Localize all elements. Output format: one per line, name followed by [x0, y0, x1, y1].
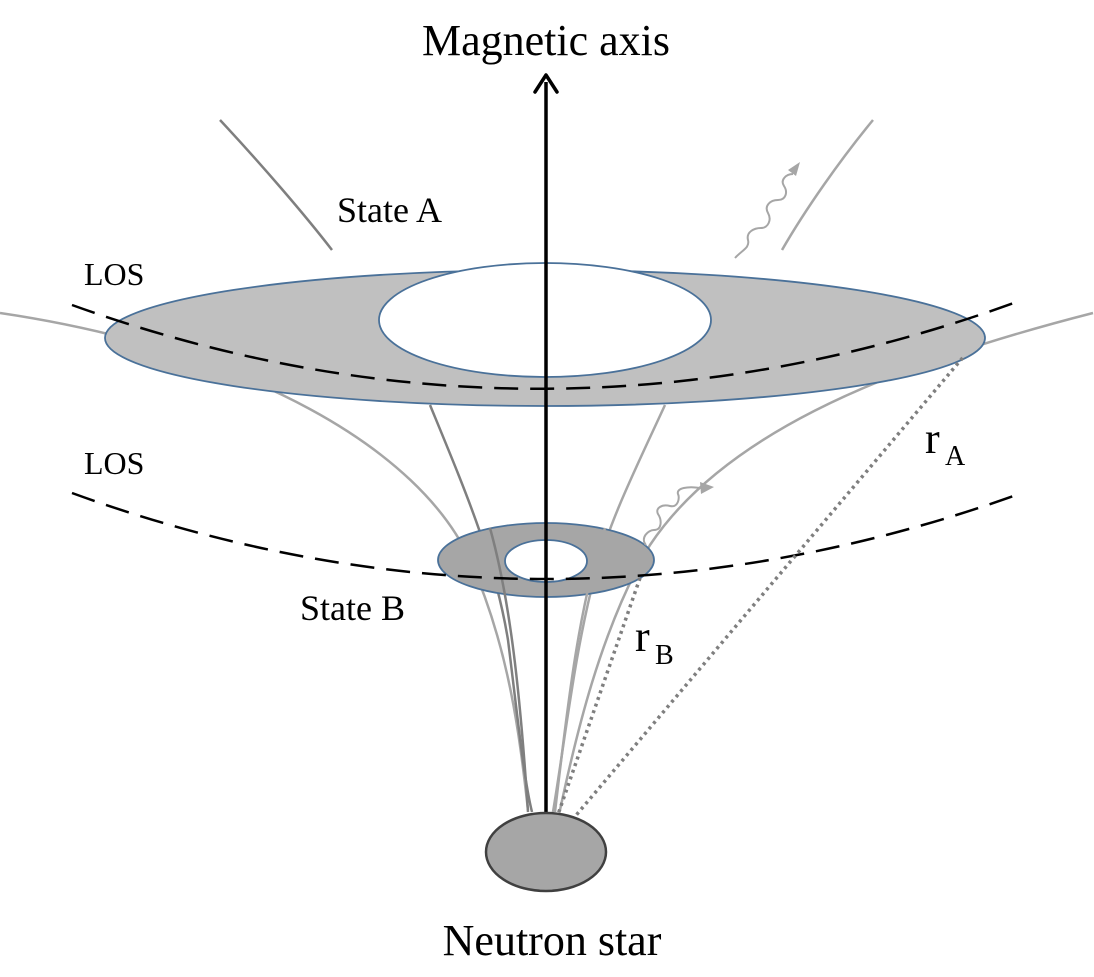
- svg-text:B: B: [655, 640, 674, 671]
- arrow-up-icon: [533, 73, 559, 94]
- los-b-label: LOS: [84, 445, 144, 481]
- star-label: Neutron star: [443, 916, 662, 965]
- axis-label: Magnetic axis: [422, 16, 670, 65]
- radius-line-b: [543, 577, 642, 853]
- radius-a-label: r A: [925, 414, 966, 472]
- svg-text:r: r: [635, 612, 650, 661]
- photon-state-b: [642, 482, 714, 546]
- los-a-label: LOS: [84, 256, 144, 292]
- neutron-star: [484, 811, 608, 893]
- field-line-inner-right: [553, 527, 607, 813]
- radius-line-a: [543, 353, 967, 854]
- field-line-left-dark-upper: [219, 119, 333, 251]
- field-line-right-light-upper: [780, 119, 874, 251]
- svg-text:A: A: [945, 441, 966, 472]
- wavy-photon-icon: [734, 173, 794, 259]
- photon-state-a: [734, 162, 800, 259]
- field-line-inner-left: [488, 527, 530, 813]
- state-a-label: State A: [337, 190, 442, 230]
- svg-text:r: r: [925, 414, 940, 463]
- radius-b-label: r B: [635, 612, 674, 671]
- state-b-label: State B: [300, 588, 405, 628]
- wavy-photon-icon: [642, 486, 701, 546]
- field-line-right-light-mid: [551, 404, 667, 813]
- field-line-left-dark-mid: [428, 404, 534, 813]
